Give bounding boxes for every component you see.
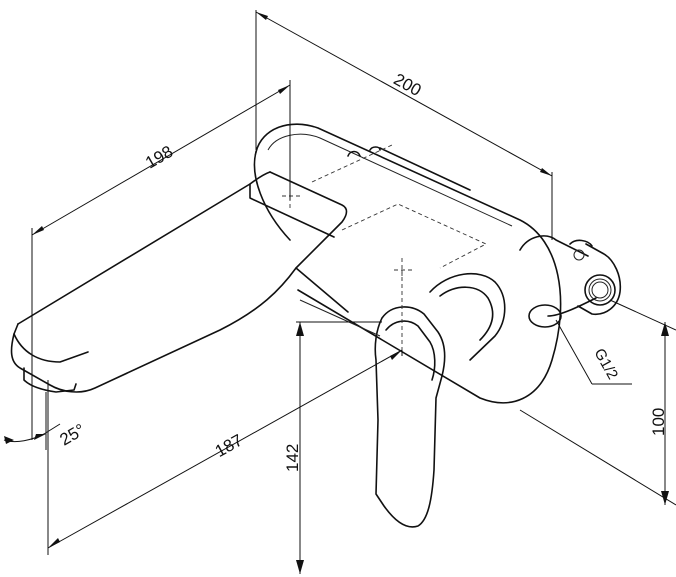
dimension-200: 200 xyxy=(255,10,553,240)
connection-pipe xyxy=(519,235,622,328)
mixer-handle xyxy=(299,273,506,528)
angle-25: 25° xyxy=(3,392,89,450)
dimension-142-label: 142 xyxy=(283,444,302,472)
dimension-198: 198 xyxy=(31,80,291,236)
angle-label: 25° xyxy=(57,420,89,449)
dimension-200-label: 200 xyxy=(390,70,424,100)
wall-plate xyxy=(253,123,562,404)
spout xyxy=(10,171,349,393)
hidden-lines xyxy=(282,144,488,350)
thread-callout: G1/2 xyxy=(555,319,632,385)
thread-label: G1/2 xyxy=(591,346,622,383)
dimension-100-label: 100 xyxy=(649,408,668,436)
dimension-187-label: 187 xyxy=(212,431,246,461)
dimension-142: 142 xyxy=(283,321,382,574)
dimension-100: 100 xyxy=(519,299,676,506)
dimension-187: 187 xyxy=(31,228,403,555)
